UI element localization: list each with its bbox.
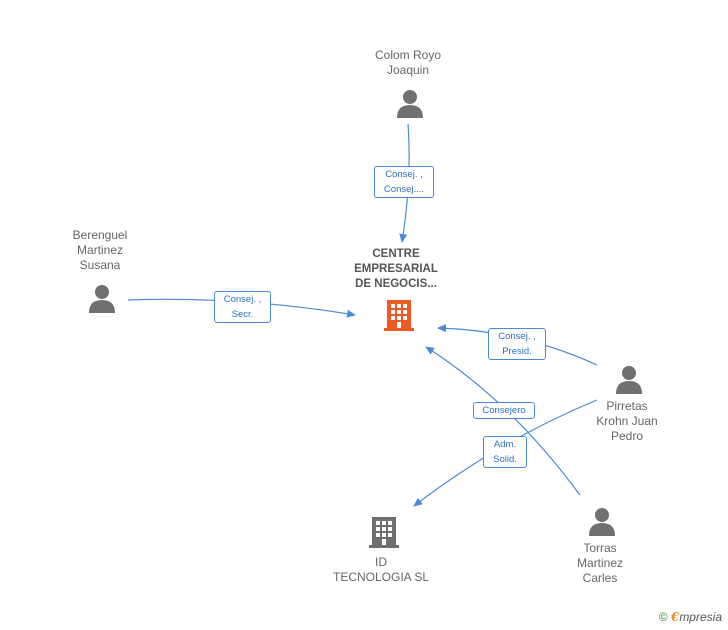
person-berenguel-label[interactable]: Berenguel Martinez Susana — [72, 228, 128, 272]
edge-torras-center — [425, 346, 581, 496]
empresia-logo-initial: € — [670, 610, 680, 624]
person-colom-label[interactable]: Colom Royo Joaquin — [374, 48, 442, 77]
person-torras-label[interactable]: Torras Martinez Carles — [576, 541, 623, 585]
edge-label-pirretas-id: Adm. Solid. — [483, 436, 527, 468]
person-icon[interactable] — [395, 88, 425, 123]
company-id-tecnologia-label[interactable]: ID TECNOLOGIA SL — [332, 555, 430, 584]
person-icon[interactable] — [87, 283, 117, 318]
copyright-symbol: © — [658, 610, 668, 624]
edge-label-torras-center: Consejero — [473, 402, 535, 419]
empresia-logo-text: mpresia — [679, 610, 722, 624]
empresia-watermark: © €mpresia — [659, 610, 722, 624]
company-building-icon[interactable] — [382, 298, 416, 337]
person-pirretas-label[interactable]: Pirretas Krohn Juan Pedro — [596, 399, 658, 443]
person-icon[interactable] — [614, 364, 644, 399]
edge-label-colom-center: Consej. , Consej.... — [374, 166, 434, 198]
edge-label-pirretas-center: Consej. , Presid. — [488, 328, 546, 360]
company-building-icon[interactable] — [367, 515, 401, 554]
edge-label-berenguel-center: Consej. , Secr. — [214, 291, 271, 323]
center-company-label[interactable]: CENTRE EMPRESARIAL DE NEGOCIS... — [354, 248, 438, 290]
person-icon[interactable] — [587, 506, 617, 541]
